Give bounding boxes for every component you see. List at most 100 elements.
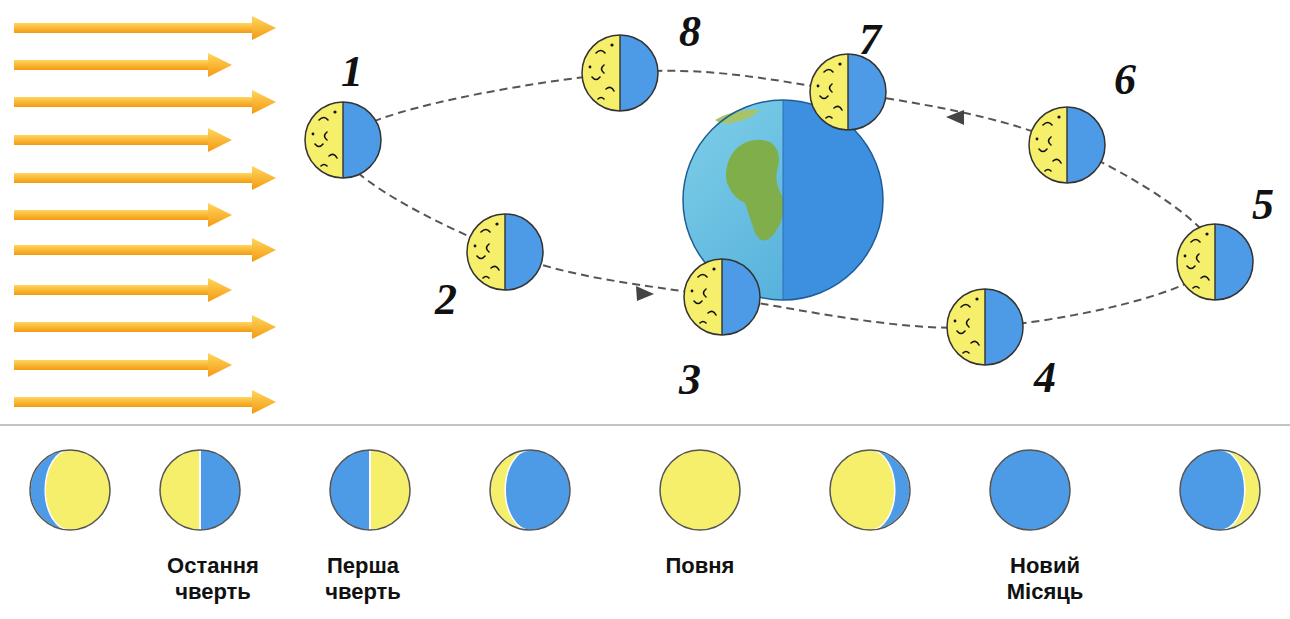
moon-terminator xyxy=(721,259,722,335)
callout-number: 1 xyxy=(341,50,363,94)
moon-outline xyxy=(582,35,658,111)
moon-lit-half xyxy=(305,102,343,178)
ray-shaft xyxy=(14,285,210,295)
ray-shaft xyxy=(14,23,254,33)
ray-shaft xyxy=(14,245,254,255)
moon xyxy=(582,35,658,111)
moon-terminator xyxy=(1066,107,1067,183)
callout-number: 5 xyxy=(1252,183,1274,227)
moon-crater-dot xyxy=(1205,232,1208,235)
ray-shaft xyxy=(14,397,254,407)
callout-number: 2 xyxy=(435,278,457,322)
phase-crescent xyxy=(870,450,910,530)
phase-disc xyxy=(660,450,740,530)
ray-shaft xyxy=(14,60,210,70)
moon-terminator xyxy=(847,54,848,130)
moon-terminator xyxy=(1214,224,1215,300)
moon-dark-half xyxy=(722,259,760,335)
moon xyxy=(1029,107,1105,183)
moon-dark-half xyxy=(1215,224,1253,300)
moon-craters xyxy=(1187,240,1209,289)
orbit-path xyxy=(341,71,1216,328)
phase-disc xyxy=(990,450,1070,530)
callout-number: 4 xyxy=(1034,356,1056,400)
moon-crater-dot xyxy=(333,110,336,113)
phase-crescent xyxy=(30,450,70,530)
phase-crescent xyxy=(1220,450,1260,530)
callout-number: 7 xyxy=(859,18,881,62)
moon-craters xyxy=(957,305,979,354)
moon-lit-half xyxy=(1177,224,1215,300)
callout-number: 8 xyxy=(679,10,701,54)
moon-dark-half xyxy=(620,35,658,111)
phase-outline xyxy=(160,450,240,530)
moon-crater-dot xyxy=(1036,138,1039,141)
moon-crater-dot xyxy=(610,43,613,46)
moon-outline xyxy=(947,289,1023,365)
ray-shaft xyxy=(14,173,254,183)
moon-crater-dot xyxy=(1057,115,1060,118)
phase-disc xyxy=(490,450,570,530)
moon-terminator xyxy=(504,214,505,290)
moon xyxy=(1177,224,1253,300)
moon-dark-half xyxy=(985,289,1023,365)
phase-terminator xyxy=(199,450,201,530)
moon-terminator xyxy=(984,289,985,365)
phase-half xyxy=(370,450,410,530)
moon-outline xyxy=(467,214,543,290)
moon-dark-half xyxy=(848,54,886,130)
phase-moon xyxy=(490,450,570,530)
moon-crater-dot xyxy=(817,85,820,88)
ray-head xyxy=(208,203,232,227)
orbit-arrowhead xyxy=(946,110,964,125)
moon-craters xyxy=(315,118,337,167)
phase-outline xyxy=(30,450,110,530)
moon xyxy=(947,289,1023,365)
moon-craters xyxy=(477,230,499,279)
ray-shaft xyxy=(14,135,210,145)
moon-lit-half xyxy=(684,259,722,335)
phase-caption: Остання чверть xyxy=(153,553,273,606)
ray-shaft xyxy=(14,210,210,220)
moon-dark-half xyxy=(505,214,543,290)
moon-craters xyxy=(1039,123,1061,172)
moon-dark-half xyxy=(343,102,381,178)
callout-number: 3 xyxy=(679,358,701,402)
ray-head xyxy=(252,390,276,414)
phase-half xyxy=(160,450,200,530)
moon-terminator xyxy=(619,35,620,111)
ray-head xyxy=(252,90,276,114)
phase-crescent xyxy=(490,450,530,530)
moon-craters xyxy=(694,275,716,324)
moon-crater-dot xyxy=(589,66,592,69)
moon xyxy=(684,259,760,335)
phase-terminator xyxy=(369,450,371,530)
phase-half xyxy=(200,450,240,530)
phase-moon xyxy=(990,450,1070,530)
orbit-arrowhead xyxy=(636,286,654,301)
phase-caption: Перша чверть xyxy=(303,553,423,606)
phase-disc xyxy=(830,450,910,530)
moon-crater-dot xyxy=(691,290,694,293)
phase-caption: Повня xyxy=(640,553,760,579)
ray-head xyxy=(252,166,276,190)
ray-shaft xyxy=(14,360,210,370)
phase-moon xyxy=(330,450,410,530)
phase-outline xyxy=(490,450,570,530)
sun-rays xyxy=(14,16,276,414)
phase-outline xyxy=(330,450,410,530)
moon-crater-dot xyxy=(495,222,498,225)
moon-outline xyxy=(810,54,886,130)
phase-caption: Новий Місяць xyxy=(985,553,1105,606)
moon-crater-dot xyxy=(312,133,315,136)
moon-outline xyxy=(684,259,760,335)
earth-terminator xyxy=(783,100,784,300)
moon-crater-dot xyxy=(954,320,957,323)
callout-number: 6 xyxy=(1114,58,1136,102)
ray-head xyxy=(252,315,276,339)
moon-outline xyxy=(1029,107,1105,183)
moon-crater-dot xyxy=(474,245,477,248)
moon-craters xyxy=(820,70,842,119)
phase-moon xyxy=(830,450,910,530)
